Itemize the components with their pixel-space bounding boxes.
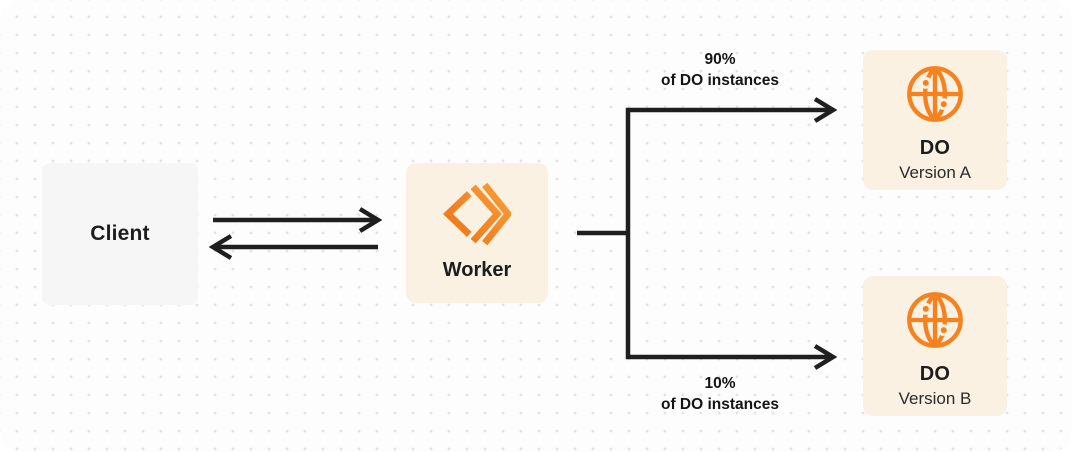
client-label: Client	[90, 222, 150, 245]
do-version-b-title: DO	[919, 363, 951, 385]
worker-label: Worker	[442, 259, 512, 281]
globe-icon	[907, 292, 963, 348]
worker-node: Worker	[406, 163, 548, 303]
do-version-b-node: DO Version B	[863, 276, 1007, 416]
bottom-branch-label: 10% of DO instances	[610, 373, 830, 415]
do-version-b-subtitle: Version B	[898, 389, 972, 408]
workers-chevron-icon	[443, 182, 511, 246]
bottom-branch-percent: 10%	[704, 375, 736, 392]
top-branch-caption: of DO instances	[661, 72, 779, 89]
branch-split-arrows	[625, 110, 833, 357]
do-version-a-title: DO	[919, 137, 951, 159]
do-version-a-node: DO Version A	[863, 50, 1007, 190]
top-branch-label: 90% of DO instances	[610, 49, 830, 91]
bottom-branch-caption: of DO instances	[661, 396, 779, 413]
top-branch-percent: 90%	[704, 51, 736, 68]
client-node: Client	[42, 163, 198, 305]
globe-icon	[907, 66, 963, 122]
do-version-a-subtitle: Version A	[899, 163, 971, 182]
